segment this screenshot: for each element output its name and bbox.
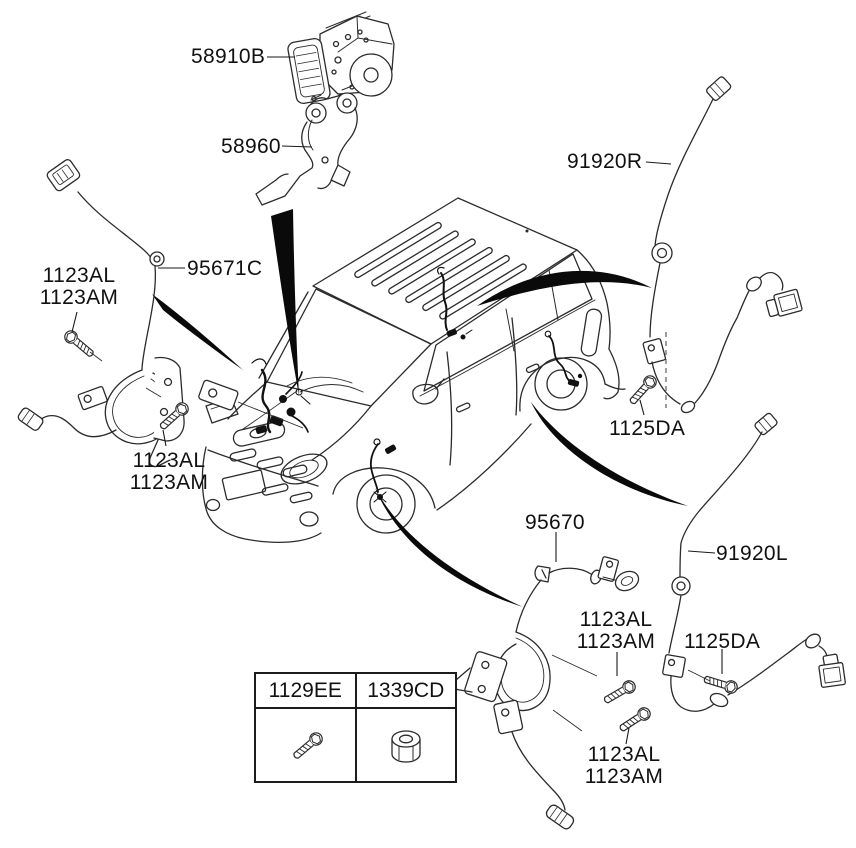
module-bracket-drawing — [255, 85, 358, 206]
part-label-bolt-pair-bottom: 1123AL 1123AM — [580, 744, 668, 788]
bolt-icon — [61, 327, 97, 361]
legend-code-nut: 1339CD — [367, 678, 445, 702]
locator-lines — [89, 332, 711, 732]
part-label-front-left-sensor: 95671C — [187, 257, 263, 280]
rear-left-sensor-drawing — [662, 412, 846, 712]
leader-lines — [71, 56, 723, 745]
pointer-swoosh-front-left — [152, 294, 243, 370]
roof-ribs — [354, 221, 527, 320]
part-label-bolt-a: 1123AL — [42, 264, 116, 287]
part-label-bolt-pair-left: 1123AL 1123AM — [126, 450, 212, 494]
rear-right-sensor-drawing — [642, 76, 803, 414]
part-label-module-bracket: 58960 — [221, 135, 281, 158]
part-label-bolt-pair-top-left: 1123AL 1123AM — [36, 265, 122, 309]
part-label-front-sensor: 95670 — [525, 511, 585, 534]
pointer-swoosh-module — [271, 209, 299, 396]
legend-bolt-cell — [256, 709, 357, 781]
front-left-sensor-drawing — [17, 159, 239, 468]
part-label-rear-bolt-1: 1125DA — [609, 417, 686, 440]
mounted-harness-marks — [251, 266, 583, 503]
part-label-bolt-b: 1123AM — [129, 471, 209, 494]
hardware-legend-table: 1129EE 1339CD — [254, 672, 457, 783]
legend-nut-cell — [357, 709, 456, 781]
front-sensor-drawing — [453, 556, 640, 830]
legend-code-bolt: 1129EE — [256, 674, 357, 707]
vehicle-illustration — [201, 197, 626, 543]
nut-icon — [391, 730, 421, 763]
part-label-rear-left-sensor: 91920L — [716, 542, 788, 565]
part-label-rear-bolt-2: 1125DA — [684, 630, 761, 653]
part-label-bolt-b: 1123AM — [39, 286, 119, 309]
pointer-swoosh-front — [375, 488, 523, 607]
bolt-icon — [293, 732, 324, 759]
part-label-bolt-a: 1123AL — [587, 743, 661, 766]
part-label-bolt-b: 1123AM — [576, 630, 656, 653]
part-label-bolt-a: 1123AL — [132, 449, 206, 472]
hydraulic-module-drawing — [287, 11, 395, 105]
bolt-icon — [616, 704, 654, 735]
bolt-icon — [702, 672, 740, 696]
bolt-icon — [626, 372, 660, 408]
part-label-bolt-pair-mid: 1123AL 1123AM — [572, 609, 660, 653]
part-label-hydraulic-module: 58910B — [191, 45, 266, 68]
part-label-bolt-a: 1123AL — [579, 608, 653, 631]
pointer-swoosh-rear-right — [477, 270, 652, 306]
bolt-icon — [601, 677, 639, 707]
part-label-rear-right-sensor: 91920R — [567, 150, 643, 173]
part-label-bolt-b: 1123AM — [584, 765, 664, 788]
